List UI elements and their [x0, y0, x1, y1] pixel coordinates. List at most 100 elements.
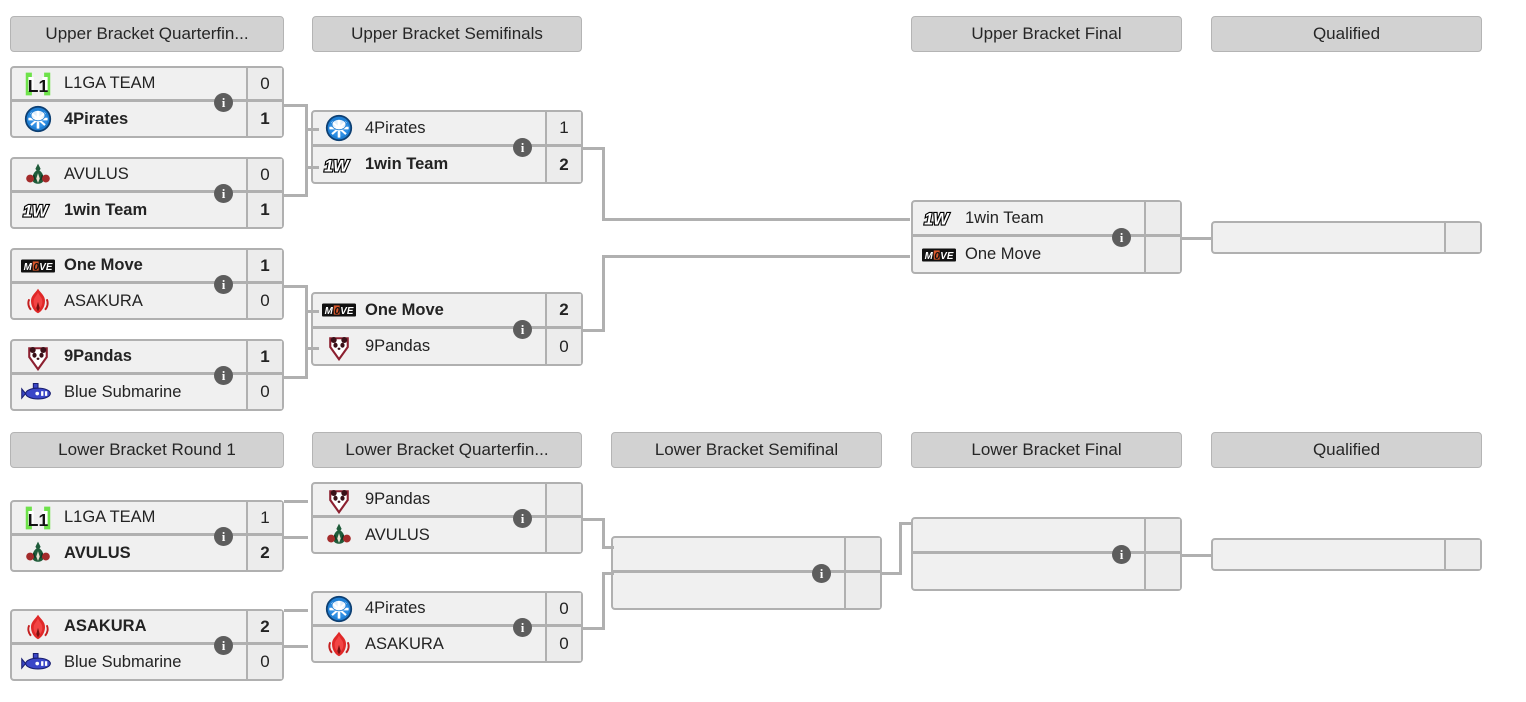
svg-text:M: M [325, 306, 334, 317]
info-icon[interactable]: i [214, 184, 233, 203]
team-row-top[interactable] [1213, 223, 1480, 252]
info-icon[interactable]: i [1112, 228, 1131, 247]
team-name: 9Pandas [365, 490, 431, 508]
round-header-lb-qualified[interactable]: Qualified [1211, 432, 1482, 468]
svg-text:0: 0 [934, 250, 940, 261]
team-score [545, 484, 581, 515]
round-header-lb-quarterfinals[interactable]: Lower Bracket Quarterfin... [312, 432, 582, 468]
empty-logo [913, 519, 965, 551]
team-score: 0 [246, 284, 282, 318]
info-icon[interactable]: i [513, 138, 532, 157]
team-name: 4Pirates [365, 599, 426, 617]
team-row-bottom[interactable] [613, 573, 880, 608]
info-icon[interactable]: i [513, 320, 532, 339]
round-header-lb-semifinal[interactable]: Lower Bracket Semifinal [611, 432, 882, 468]
empty-logo [613, 538, 665, 570]
round-header-ub-quarterfinals[interactable]: Upper Bracket Quarterfin... [10, 16, 284, 52]
team-row-top[interactable]: 4Pirates 1 [313, 112, 581, 147]
team-score [844, 538, 880, 570]
round-header-ub-semifinals[interactable]: Upper Bracket Semifinals [312, 16, 582, 52]
team-score: 1 [545, 112, 581, 144]
round-header-lb-final[interactable]: Lower Bracket Final [911, 432, 1182, 468]
info-icon[interactable]: i [812, 564, 831, 583]
info-icon[interactable]: i [214, 93, 233, 112]
team-score: 1 [246, 502, 282, 533]
team-name: 4Pirates [365, 118, 426, 137]
connector [602, 147, 605, 218]
team-score [1144, 554, 1180, 589]
slot-lb-qualified[interactable] [1211, 538, 1482, 571]
info-icon[interactable]: i [214, 275, 233, 294]
info-icon[interactable]: i [1112, 545, 1131, 564]
round-header-ub-qualified[interactable]: Qualified [1211, 16, 1482, 52]
round-header-ub-final[interactable]: Upper Bracket Final [911, 16, 1182, 52]
info-icon[interactable]: i [513, 618, 532, 637]
team-row-bottom[interactable]: AVULUS [313, 518, 581, 552]
connector [583, 627, 605, 630]
connector [899, 522, 902, 575]
team-score: 2 [545, 294, 581, 326]
team-row-top[interactable] [913, 519, 1180, 554]
team-score: 0 [246, 645, 282, 679]
connector [583, 147, 605, 150]
avulus-logo [12, 536, 64, 570]
4pirates-logo [313, 593, 365, 624]
connector [602, 546, 614, 549]
team-row-top[interactable] [613, 538, 880, 573]
connector [602, 255, 910, 258]
slot-ub-qualified[interactable] [1211, 221, 1482, 254]
info-icon[interactable]: i [214, 527, 233, 546]
team-name: ASAKURA [64, 617, 147, 635]
team-name: AVULUS [365, 525, 430, 544]
connector [284, 194, 308, 197]
connector [305, 310, 319, 313]
round-header-lb-round1[interactable]: Lower Bracket Round 1 [10, 432, 284, 468]
info-icon[interactable]: i [214, 636, 233, 655]
match-lb-semifinal[interactable]: i [611, 536, 882, 610]
connector [583, 329, 605, 332]
team-row-top[interactable] [1213, 540, 1480, 569]
info-icon[interactable]: i [214, 366, 233, 385]
team-row-bottom[interactable] [913, 554, 1180, 589]
match-lb-final[interactable]: i [911, 517, 1182, 591]
connector [305, 147, 308, 197]
team-score: 1 [246, 341, 282, 372]
info-icon[interactable]: i [513, 509, 532, 528]
team-row-top[interactable]: 9Pandas [313, 484, 581, 518]
